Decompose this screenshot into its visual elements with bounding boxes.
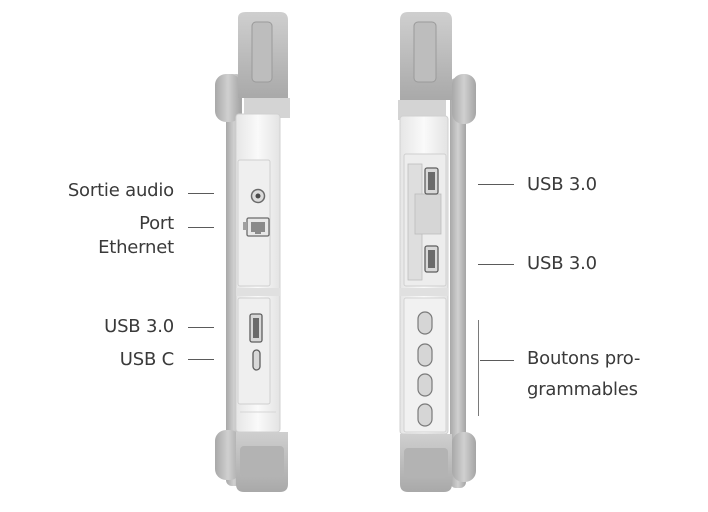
right-top-cap-slot — [413, 21, 437, 83]
audio-jack-hole — [255, 193, 261, 199]
right-bottom-cap-grip — [404, 448, 448, 478]
label-ethernet-line2: Ethernet — [98, 237, 174, 258]
leader-usbc — [188, 359, 214, 360]
right-top-knob — [452, 74, 476, 124]
right-cap-shoulder — [398, 100, 446, 120]
label-usb3-right-top: USB 3.0 — [527, 174, 597, 195]
usb3-port-right-top-inner — [428, 172, 435, 190]
label-ethernet-line1: Port — [139, 213, 174, 234]
right-usb-block — [414, 193, 442, 235]
leader-buttons — [480, 360, 514, 361]
usb3-port-right-bottom-inner — [428, 250, 435, 268]
left-top-cap-slot — [251, 21, 273, 83]
label-audio: Sortie audio — [67, 180, 174, 201]
label-usb3-left: USB 3.0 — [104, 316, 174, 337]
programmable-button-4 — [417, 403, 433, 427]
ethernet-latch — [243, 222, 247, 230]
right-side-rail — [450, 78, 466, 488]
label-buttons-line1: Boutons pro- — [527, 348, 641, 369]
right-device — [398, 12, 476, 492]
left-cap-shoulder — [244, 98, 290, 118]
left-top-knob — [215, 74, 241, 122]
leader-audio — [188, 193, 214, 194]
usb3-port-left-inner — [253, 318, 259, 338]
programmable-button-3 — [417, 373, 433, 397]
ethernet-port-inner — [251, 222, 265, 234]
usbc-port — [252, 349, 261, 371]
leader-usb3-right-bottom — [478, 264, 514, 265]
left-bottom-knob — [215, 430, 241, 480]
leader-usb3-left — [188, 327, 214, 328]
programmable-button-2 — [417, 343, 433, 367]
right-separator — [400, 288, 448, 296]
left-device — [215, 12, 290, 492]
bracket-buttons — [478, 320, 479, 416]
leader-ethernet — [188, 227, 214, 228]
right-bottom-knob — [452, 432, 476, 482]
left-separator — [236, 288, 280, 296]
label-usbc: USB C — [119, 349, 174, 370]
leader-usb3-right-top — [478, 184, 514, 185]
left-bottom-cap-grip — [240, 446, 284, 476]
programmable-button-1 — [417, 311, 433, 335]
label-usb3-right-bottom: USB 3.0 — [527, 253, 597, 274]
label-buttons-line2: grammables — [527, 379, 638, 400]
